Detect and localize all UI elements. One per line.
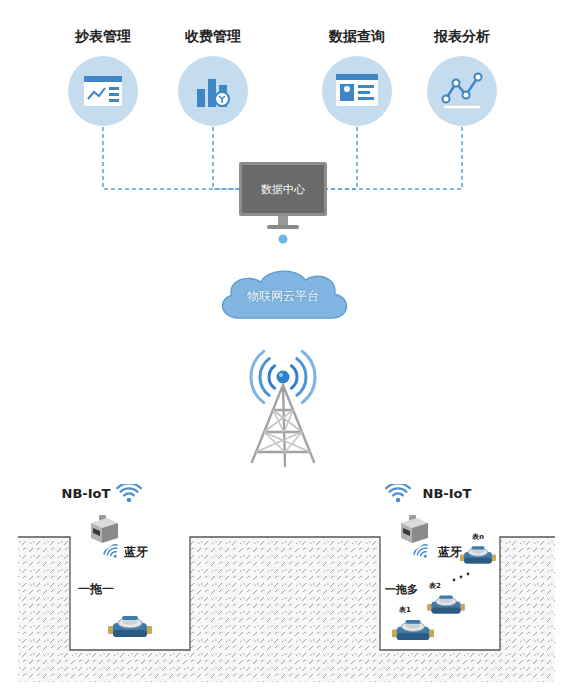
radio-tower <box>251 351 315 466</box>
cloud-platform: 物联网云平台 <box>213 266 353 321</box>
dashed-connector <box>327 127 357 189</box>
function-circle: 报表分析 <box>426 28 498 127</box>
network-label: NB-IoT <box>423 487 472 502</box>
monitor-screen: 数据中心 <box>239 162 327 216</box>
circle-shape <box>177 55 249 127</box>
bluetooth-label: 蓝牙 <box>124 546 148 560</box>
dashed-connector <box>327 127 462 189</box>
function-label: 抄表管理 <box>75 28 131 45</box>
bluetooth-label: 蓝牙 <box>438 546 462 560</box>
ground <box>18 537 555 682</box>
function-label: 报表分析 <box>434 28 490 45</box>
dotted-connector <box>279 239 288 260</box>
mode-label: 一拖一 <box>78 583 114 597</box>
dashed-connector <box>213 127 239 189</box>
function-circle: 数据查询 <box>321 28 393 127</box>
function-label: 数据查询 <box>329 28 385 45</box>
function-label: 收费管理 <box>185 28 241 45</box>
monitor-label: 数据中心 <box>261 182 305 197</box>
function-circle: 收费管理 <box>177 28 249 127</box>
monitor-stand <box>239 216 327 230</box>
dashed-connector <box>103 127 239 189</box>
meter-label: 表1 <box>399 606 411 614</box>
cloud-label: 物联网云平台 <box>247 288 319 305</box>
meter-label: 表n <box>472 533 484 541</box>
left-pit-equipment <box>91 483 152 637</box>
network-label: NB-IoT <box>62 487 111 502</box>
meter-label: 表2 <box>429 582 441 590</box>
circle-shape <box>321 55 393 127</box>
data-center-monitor: 数据中心 <box>239 162 327 230</box>
right-pit-equipment <box>386 483 496 640</box>
function-circle: 抄表管理 <box>67 28 139 127</box>
circle-shape <box>426 55 498 127</box>
mode-label: 一拖多 <box>385 584 418 597</box>
circle-shape <box>67 55 139 127</box>
